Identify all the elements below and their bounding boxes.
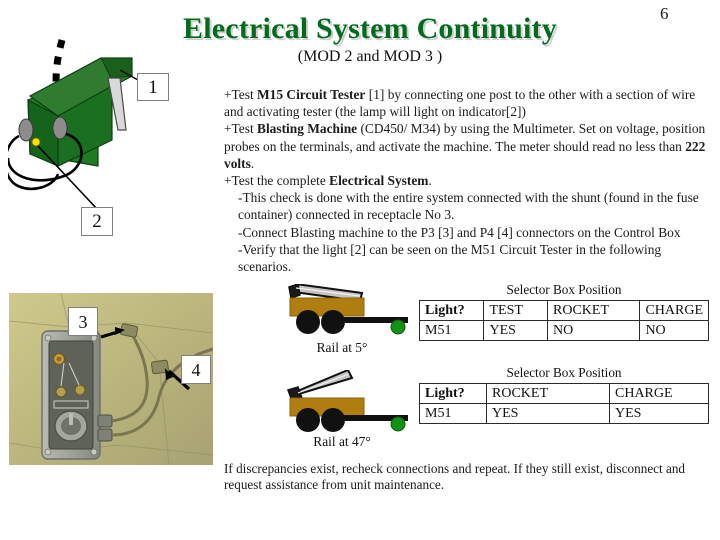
page-number: 6 xyxy=(660,4,669,23)
connector-p3-body xyxy=(97,414,113,428)
trailer-tongue xyxy=(336,317,408,323)
table-2-header-cell: Light? xyxy=(419,383,487,404)
callout-box-3: 3 xyxy=(68,307,98,336)
instr2-pre: +Test xyxy=(224,121,258,137)
trailer-wheel-front xyxy=(296,408,320,432)
table-header-row: Light? ROCKET CHARGE xyxy=(419,383,709,404)
instruction-sub-3: -Verify that the light [2] can be seen o… xyxy=(238,241,662,275)
trailer-wheel-rear xyxy=(321,310,345,334)
instructions-block: +Test M15 Circuit Tester [1] by connecti… xyxy=(224,86,712,275)
table-2-header-cell: ROCKET xyxy=(486,383,610,404)
instruction-line-2: +Test Blasting Machine (CD450/ M34) by u… xyxy=(224,120,712,172)
table-1-cell: NO xyxy=(639,320,709,341)
instruction-line-1: +Test M15 Circuit Tester [1] by connecti… xyxy=(224,86,712,120)
selector-box-position-table-2: Light? ROCKET CHARGE M51 YES YES xyxy=(419,383,709,424)
instr3-post: . xyxy=(428,173,432,189)
connector-p4 xyxy=(151,359,169,375)
table-1-header-cell: CHARGE xyxy=(639,300,709,321)
m15-circuit-tester-illustration xyxy=(4,18,183,268)
table-row: M51 YES NO NO xyxy=(418,320,709,341)
table-1-header-cell: Light? xyxy=(418,300,485,321)
housing-screws xyxy=(44,334,98,456)
table-2-cell: YES xyxy=(486,403,610,424)
selector-knob-inner xyxy=(61,417,81,435)
rail-caption-47: Rail at 47° xyxy=(313,434,371,449)
callout-box-4: 4 xyxy=(181,355,211,384)
trailer-wheel-front xyxy=(296,310,320,334)
callout-2-leader xyxy=(37,145,99,211)
pointer-arrow-icon xyxy=(100,327,191,391)
table-row: M51 YES YES xyxy=(419,403,709,424)
instruction-sub-1: -This check is done with the entire syst… xyxy=(238,190,699,223)
terminal-right xyxy=(74,384,86,396)
instr2-post: . xyxy=(250,155,255,171)
connector-p4-body xyxy=(97,428,113,442)
table-1-title: Selector Box Position xyxy=(506,282,622,297)
instruction-sub-2: -Connect Blasting machine to the P3 [3] … xyxy=(238,224,681,240)
wire-loop-icon xyxy=(4,132,83,191)
trailer-tongue xyxy=(336,415,408,421)
instruction-line-3: +Test the complete Electrical System. xyxy=(224,172,712,189)
instr2-bold: Blasting Machine xyxy=(257,121,358,137)
instr3-bold: Electrical System xyxy=(329,173,429,189)
trailer-wheel-rear xyxy=(321,408,345,432)
instr2-mid: (CD450/ M34) by using the Multimeter. Se… xyxy=(224,121,706,154)
tester-post-left xyxy=(18,118,34,142)
table-1-cell: M51 xyxy=(418,320,485,341)
table-2-cell: M51 xyxy=(419,403,487,424)
tester-post-right xyxy=(52,116,68,140)
instr1-bold: M15 Circuit Tester xyxy=(257,87,366,102)
table-1-header-cell: ROCKET xyxy=(547,300,641,321)
closing-note: If discrepancies exist, recheck connecti… xyxy=(224,461,686,493)
table-2-cell: YES xyxy=(609,403,709,424)
table-2-header-cell: CHARGE xyxy=(609,383,709,404)
green-indicator-icon xyxy=(390,416,406,432)
callout-box-1: 1 xyxy=(137,73,169,101)
selector-knob-pointer xyxy=(69,413,73,425)
callout-box-2: 2 xyxy=(81,207,113,236)
instr2-bold2: 222 volts xyxy=(224,138,706,171)
dashed-arc-icon xyxy=(52,39,66,110)
tester-body-right xyxy=(57,84,113,167)
faceplate-markings xyxy=(53,362,89,409)
page-subtitle: (MOD 2 and MOD 3 ) xyxy=(297,48,443,65)
table-1-header-cell: TEST xyxy=(483,300,549,321)
tester-support-bar xyxy=(107,77,127,131)
receptacle-no3-core xyxy=(56,356,62,362)
callout-1-leader xyxy=(119,69,139,81)
table-1-cell: YES xyxy=(483,320,549,341)
instr3-pre: +Test the complete xyxy=(224,173,330,189)
selector-box-position-table-1: Light? TEST ROCKET CHARGE M51 YES NO NO xyxy=(418,300,709,341)
indicator-lamp-icon xyxy=(31,137,41,147)
launcher-diagram-rail-5 xyxy=(276,282,416,344)
table-2-title: Selector Box Position xyxy=(506,365,622,380)
terminal-left xyxy=(55,386,67,398)
launcher-diagram-rail-47 xyxy=(276,368,416,432)
table-header-row: Light? TEST ROCKET CHARGE xyxy=(418,300,709,321)
green-indicator-icon xyxy=(390,319,406,335)
instr1-pre: +Test xyxy=(224,87,258,102)
launch-rail-47 xyxy=(287,368,354,402)
connector-p3 xyxy=(120,323,139,338)
page-title: Electrical System Continuity xyxy=(183,12,557,45)
rail-caption-5: Rail at 5° xyxy=(316,340,368,355)
table-1-cell: NO xyxy=(547,320,641,341)
instr1-post: [1] by connecting one post to the other … xyxy=(224,87,696,120)
